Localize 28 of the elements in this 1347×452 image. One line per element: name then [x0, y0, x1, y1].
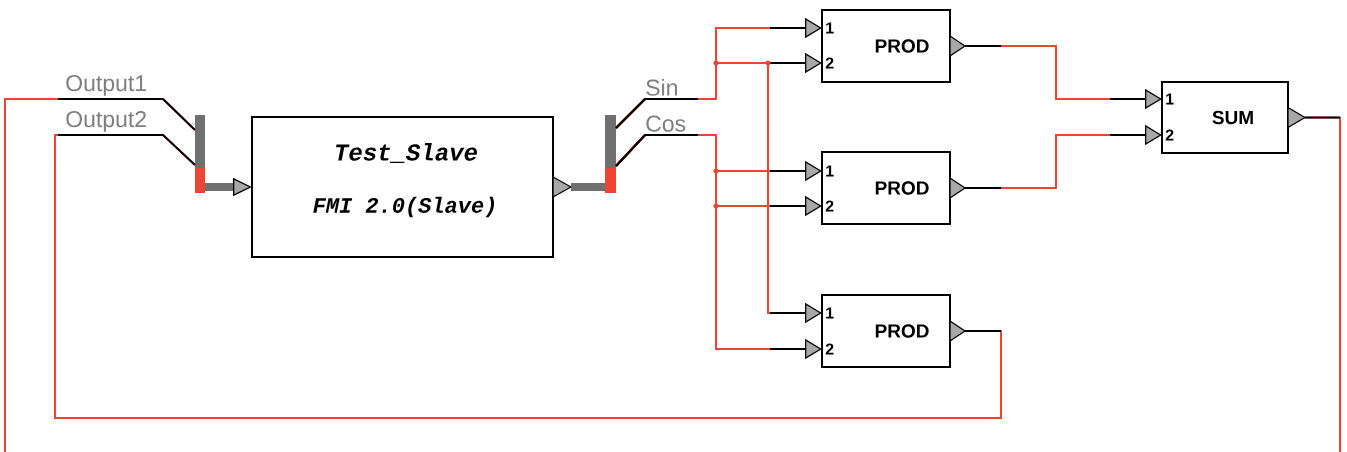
function-block — [821, 294, 966, 368]
block-name: PROD — [875, 324, 929, 338]
block-name: SUM — [1212, 110, 1253, 125]
edge-label: Output1 — [64, 73, 149, 97]
block-subtitle: FMI 2.0(Slave) — [313, 196, 495, 218]
edge-label: Output2 — [64, 109, 149, 133]
signal-line — [964, 124, 1162, 189]
mux-bar — [605, 115, 616, 193]
function-block — [821, 151, 966, 225]
port-number: 1 — [826, 307, 834, 319]
function-block — [1161, 81, 1306, 154]
function-block — [821, 9, 966, 83]
port-number: 2 — [825, 57, 834, 69]
block-name: PROD — [875, 181, 929, 195]
port-number: 1 — [826, 22, 834, 34]
block-name: PROD — [875, 39, 929, 53]
port-number: 1 — [1166, 93, 1174, 105]
mux-bar — [195, 115, 205, 193]
port-number: 2 — [825, 343, 834, 355]
signal-line — [1304, 116, 1341, 452]
port-number: 1 — [826, 165, 834, 177]
port-number: 2 — [1165, 129, 1174, 141]
edge-label: Sin — [644, 77, 680, 97]
port-number: 2 — [825, 200, 834, 212]
block-title: Test_Slave — [336, 143, 477, 163]
edge-label: Cos — [644, 114, 688, 133]
bus-line — [571, 183, 605, 191]
model-block — [251, 116, 572, 258]
